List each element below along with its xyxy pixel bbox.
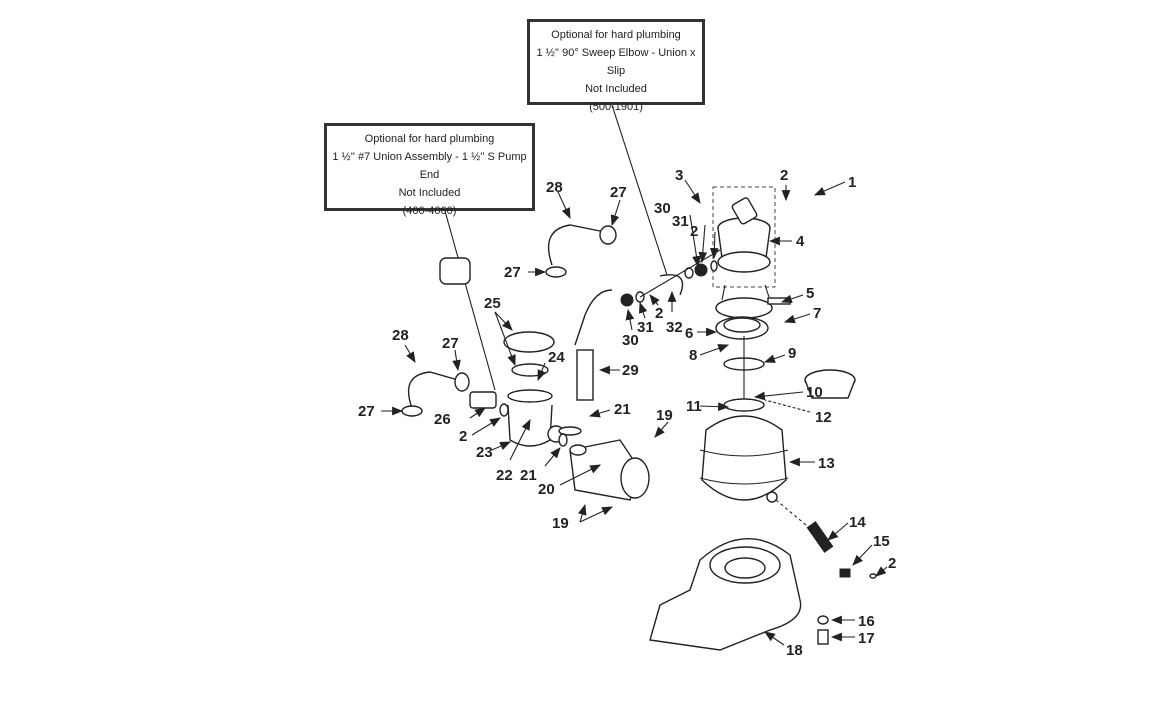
part-label: 15 bbox=[873, 533, 890, 550]
part-label: 11 bbox=[686, 398, 702, 415]
pipe-29 bbox=[576, 349, 594, 401]
valve-clamp bbox=[715, 297, 791, 340]
part-label: 27 bbox=[358, 403, 375, 420]
elbow-32 bbox=[659, 274, 684, 296]
leader-arrows bbox=[381, 179, 888, 646]
drain-14 bbox=[806, 521, 834, 553]
part-label: 2 bbox=[655, 305, 663, 322]
part-label: 13 bbox=[818, 455, 835, 472]
part-label: 2 bbox=[780, 167, 788, 184]
part-label: 8 bbox=[689, 347, 697, 364]
nut-31 bbox=[620, 293, 634, 307]
callout-leader bbox=[611, 104, 669, 279]
diffuser bbox=[804, 369, 856, 399]
part-label: 32 bbox=[666, 319, 683, 336]
part-label: 16 bbox=[858, 613, 875, 630]
part-label: 5 bbox=[806, 285, 814, 302]
hose-clamp bbox=[545, 266, 567, 278]
hose-lower bbox=[407, 371, 459, 409]
part-label: 27 bbox=[610, 184, 627, 201]
callout-line: (400-4060) bbox=[402, 205, 457, 217]
part-label: 19 bbox=[656, 407, 673, 424]
callout-line: Not Included bbox=[398, 187, 461, 199]
nut-31 bbox=[694, 263, 708, 277]
bolt-17 bbox=[817, 629, 829, 645]
hose-upper bbox=[547, 224, 606, 266]
hose-clamp bbox=[599, 225, 617, 245]
nut-16 bbox=[817, 615, 829, 625]
o-ring-21 bbox=[558, 426, 582, 436]
callout-leader bbox=[444, 210, 496, 391]
part-label: 2 bbox=[888, 555, 896, 572]
drain-cap-15 bbox=[839, 568, 851, 578]
part-label: 4 bbox=[796, 233, 805, 250]
part-label: 19 bbox=[552, 515, 569, 532]
part-label: 21 bbox=[614, 401, 631, 418]
part-label: 3 bbox=[675, 167, 683, 184]
part-label: 2 bbox=[690, 223, 698, 240]
part-label: 23 bbox=[476, 444, 493, 461]
part-label: 12 bbox=[815, 409, 832, 426]
part-label: 24 bbox=[548, 349, 565, 366]
callout-line: 1 ½'' #7 Union Assembly - 1 ½'' S Pump E… bbox=[332, 151, 527, 181]
part-label: 18 bbox=[786, 642, 803, 659]
part-label: 1 bbox=[848, 174, 856, 191]
part-label: 30 bbox=[622, 332, 639, 349]
o-ring-2 bbox=[499, 403, 509, 417]
callout-line: 1 ½'' 90° Sweep Elbow - Union x Slip bbox=[536, 47, 696, 77]
callout-line: Optional for hard plumbing bbox=[551, 29, 681, 41]
part-label: 28 bbox=[546, 179, 563, 196]
union-assembly bbox=[439, 257, 471, 285]
part-label: 27 bbox=[504, 264, 521, 281]
part-label: 22 bbox=[496, 467, 513, 484]
part-label: 6 bbox=[685, 325, 693, 342]
callout-line: Not Included bbox=[585, 83, 647, 95]
part-label: 7 bbox=[813, 305, 821, 322]
filter-tank bbox=[699, 398, 789, 503]
part-label: 9 bbox=[788, 345, 796, 362]
base bbox=[649, 537, 802, 651]
callout-line: Optional for hard plumbing bbox=[364, 133, 495, 145]
o-ring-2 bbox=[869, 573, 877, 579]
part-label: 20 bbox=[538, 481, 555, 498]
part-label: 26 bbox=[434, 411, 451, 428]
part-label: 27 bbox=[442, 335, 459, 352]
part-label: 25 bbox=[484, 295, 501, 312]
part-label: 31 bbox=[672, 213, 689, 230]
part-label: 10 bbox=[806, 384, 823, 401]
adapter-26 bbox=[469, 391, 497, 409]
part-label: 28 bbox=[392, 327, 409, 344]
pipe-bend bbox=[574, 289, 613, 346]
pump bbox=[569, 439, 650, 501]
multiport-valve bbox=[712, 186, 776, 301]
part-label: 14 bbox=[849, 514, 866, 531]
part-label: 21 bbox=[520, 467, 537, 484]
part-label: 29 bbox=[622, 362, 639, 379]
part-label: 31 bbox=[637, 319, 654, 336]
callout-sweep-elbow: Optional for hard plumbing 1 ½'' 90° Swe… bbox=[527, 19, 705, 113]
callout-line: (500-1901) bbox=[589, 101, 643, 113]
callout-union-assembly: Optional for hard plumbing 1 ½'' #7 Unio… bbox=[324, 123, 535, 217]
part-label: 30 bbox=[654, 200, 671, 217]
part-label: 2 bbox=[459, 428, 467, 445]
part-label: 17 bbox=[858, 630, 875, 647]
